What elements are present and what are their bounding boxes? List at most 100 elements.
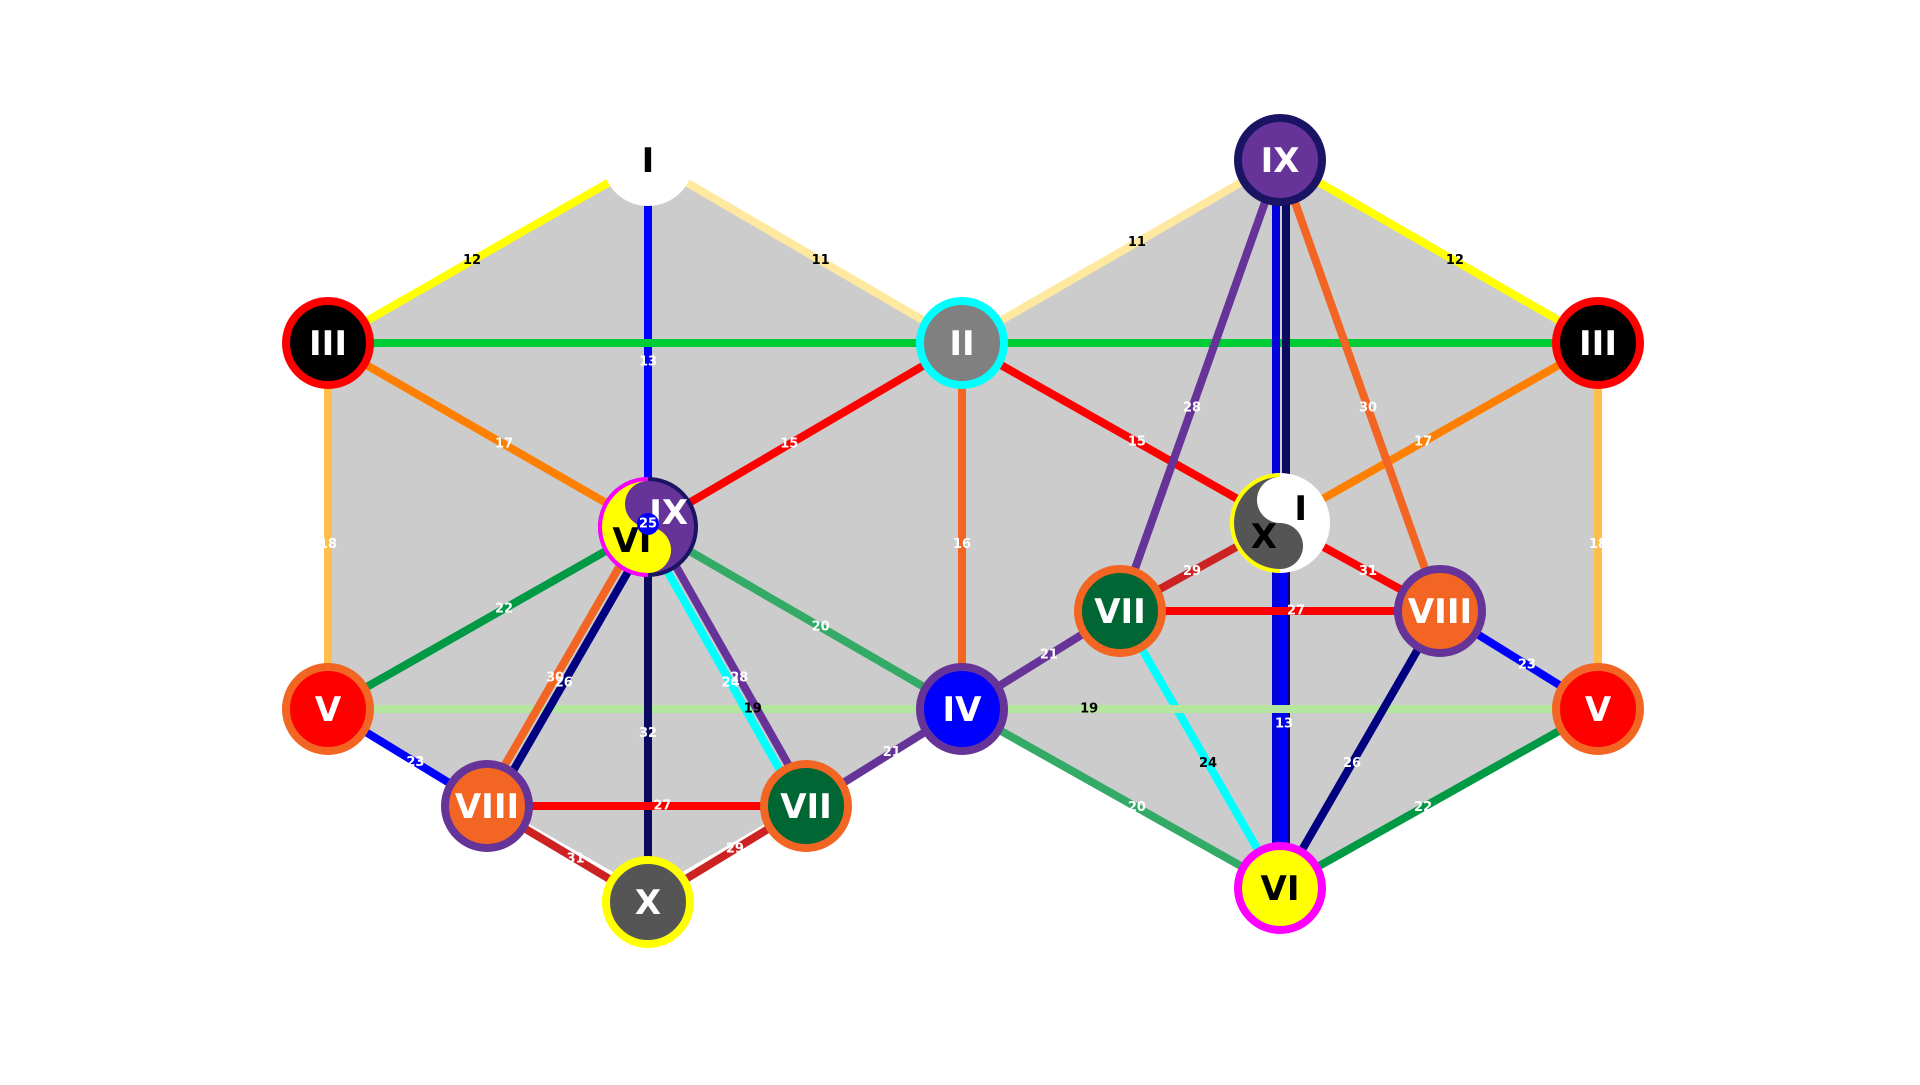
edge-r-ix-r-vii-28 bbox=[1116, 158, 1284, 613]
node-label: VI bbox=[1261, 869, 1300, 909]
edge-label-18: 18 bbox=[1589, 537, 1607, 552]
node-r-v[interactable]: V bbox=[1552, 663, 1644, 755]
edge-label-22: 22 bbox=[495, 601, 513, 616]
edge-ii-r-x-i-15 bbox=[960, 339, 1282, 527]
edge-label-30: 30 bbox=[1359, 401, 1377, 416]
node-label: VII bbox=[1094, 592, 1146, 632]
edge-label-15: 15 bbox=[780, 437, 798, 452]
edge-label-17: 17 bbox=[1414, 435, 1432, 450]
node-circle bbox=[916, 663, 1008, 755]
edge-ii-l-vi-ix-15 bbox=[645, 339, 965, 531]
edge-label-12: 12 bbox=[1446, 253, 1464, 268]
edge-label-26: 26 bbox=[1343, 756, 1361, 771]
edge-label-20: 20 bbox=[812, 620, 830, 635]
node-label: X bbox=[635, 883, 661, 923]
edge-label-29: 29 bbox=[1183, 564, 1201, 579]
node-label: IX bbox=[1261, 141, 1300, 181]
node-label: I bbox=[642, 141, 655, 181]
node-circle bbox=[1234, 114, 1326, 206]
edge-label-30: 30 bbox=[546, 670, 564, 685]
edge-r-v-r-vi-22 bbox=[1278, 705, 1600, 892]
node-label-b: I bbox=[1294, 489, 1307, 529]
yin-yang-half bbox=[1234, 477, 1303, 569]
node-circle bbox=[1552, 297, 1644, 389]
node-r-x-i-yin-yang[interactable]: XI bbox=[1230, 473, 1330, 573]
node-label: VII bbox=[780, 787, 832, 827]
node-l-i[interactable]: I bbox=[602, 114, 694, 206]
edge-label-23: 23 bbox=[406, 755, 424, 770]
edge-label-17: 17 bbox=[495, 437, 513, 452]
edge-label-20: 20 bbox=[1128, 800, 1146, 815]
edge-r-ix-r-iii-12 bbox=[1278, 156, 1600, 347]
node-circle bbox=[916, 297, 1008, 389]
edge-l-i-ii-11 bbox=[645, 156, 965, 347]
yin-yang-half bbox=[602, 481, 671, 573]
node-circle bbox=[602, 856, 694, 948]
node-label-a: X bbox=[1251, 517, 1277, 557]
edge-label-11: 11 bbox=[1128, 235, 1146, 250]
edge-label-21: 21 bbox=[1040, 648, 1058, 663]
node-circle bbox=[1552, 663, 1644, 755]
node-ii[interactable]: II bbox=[916, 297, 1008, 389]
node-label: VIII bbox=[1408, 592, 1472, 632]
node-l-x[interactable]: X bbox=[602, 856, 694, 948]
node-iv[interactable]: IV bbox=[916, 663, 1008, 755]
edge-label-27: 27 bbox=[653, 799, 671, 814]
node-label: IV bbox=[943, 690, 983, 730]
edge-label-31: 31 bbox=[1359, 564, 1377, 579]
edge-label-29: 29 bbox=[726, 842, 744, 857]
edge-label-16: 16 bbox=[953, 537, 971, 552]
node-l-viii[interactable]: VIII bbox=[441, 760, 533, 852]
edge-label-22: 22 bbox=[1414, 800, 1432, 815]
node-r-viii[interactable]: VIII bbox=[1394, 565, 1486, 657]
node-circle bbox=[282, 297, 374, 389]
node-r-iii[interactable]: III bbox=[1552, 297, 1644, 389]
edge-r-iii-r-x-i-17 bbox=[1278, 339, 1600, 527]
node-r-ix[interactable]: IX bbox=[1234, 114, 1326, 206]
edge-r-viii-r-vi-26 bbox=[1276, 608, 1444, 891]
edge-label-28: 28 bbox=[1183, 401, 1201, 416]
edge-label-31: 31 bbox=[567, 851, 585, 866]
node-l-iii[interactable]: III bbox=[282, 297, 374, 389]
node-label: V bbox=[1585, 690, 1612, 730]
edge-label-23: 23 bbox=[1518, 657, 1536, 672]
edge-iv-r-vi-20 bbox=[960, 705, 1282, 892]
node-label: V bbox=[315, 690, 342, 730]
badge-circle bbox=[637, 513, 659, 535]
edge-label-15: 15 bbox=[1128, 435, 1146, 450]
edge-label-12: 12 bbox=[463, 253, 481, 268]
edge-label-13: 13 bbox=[639, 354, 657, 369]
node-circle bbox=[760, 760, 852, 852]
edge-l-iii-l-vi-ix-17 bbox=[326, 339, 650, 531]
edge-label-21: 21 bbox=[883, 745, 901, 760]
edge-label-19: 19 bbox=[744, 702, 762, 717]
node-r-vi[interactable]: VI bbox=[1234, 842, 1326, 934]
edge-l-v-l-vi-ix-22 bbox=[326, 523, 650, 713]
edge-l-vi-ix-l-viii-26 bbox=[487, 527, 656, 811]
node-circle bbox=[1234, 842, 1326, 934]
node-r-vii[interactable]: VII bbox=[1074, 565, 1166, 657]
edge-label-13: 13 bbox=[1275, 716, 1293, 731]
node-label: II bbox=[949, 324, 974, 364]
badge-label: 25 bbox=[639, 517, 657, 532]
edge-r-vii-r-vi-24 bbox=[1116, 608, 1284, 891]
node-l-v[interactable]: V bbox=[282, 663, 374, 755]
node-circle bbox=[282, 663, 374, 755]
node-circle bbox=[602, 114, 694, 206]
edge-label-18: 18 bbox=[319, 537, 337, 552]
node-circle bbox=[441, 760, 533, 852]
node-circle bbox=[1394, 565, 1486, 657]
edge-label-26: 26 bbox=[555, 675, 573, 690]
edge-l-i-l-iii-12 bbox=[326, 156, 650, 347]
edge-label-11: 11 bbox=[812, 253, 830, 268]
edge-ii-r-ix-11 bbox=[960, 156, 1282, 347]
edge-l-vi-ix-l-viii-30 bbox=[479, 522, 648, 806]
edge-label-28: 28 bbox=[730, 670, 748, 685]
node-label: VIII bbox=[455, 787, 519, 827]
node-l-vii[interactable]: VII bbox=[760, 760, 852, 852]
edge-l-vi-ix-l-vii-28 bbox=[648, 522, 814, 806]
